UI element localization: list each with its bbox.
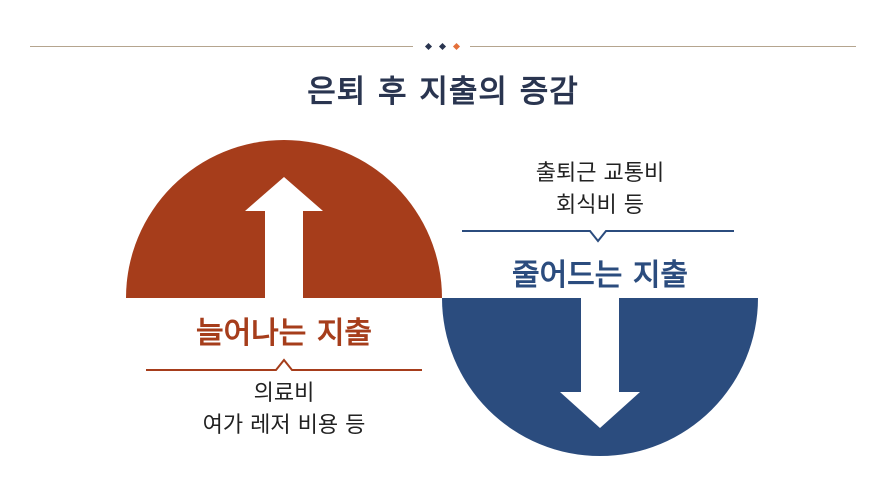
increase-items: 의료비 여가 레저 비용 등 xyxy=(124,378,444,442)
increase-callout-line xyxy=(146,358,422,371)
decrease-items: 출퇴근 교통비 회식비 등 xyxy=(440,158,760,222)
decrease-callout-line xyxy=(462,230,734,243)
top-rule-right xyxy=(470,46,856,47)
down-arrow-icon xyxy=(560,298,640,428)
increase-item: 여가 레저 비용 등 xyxy=(202,413,366,438)
decrease-label: 줄어드는 지출 xyxy=(511,258,689,293)
increase-item: 의료비 xyxy=(253,381,315,406)
decrease-item: 출퇴근 교통비 xyxy=(535,161,665,186)
up-arrow-icon xyxy=(245,177,323,300)
decrease-item: 회식비 등 xyxy=(556,193,644,218)
diagram-title: 은퇴 후 지출의 증감 xyxy=(307,74,579,110)
increase-label: 늘어나는 지출 xyxy=(195,316,373,351)
top-rule-left xyxy=(30,46,413,47)
